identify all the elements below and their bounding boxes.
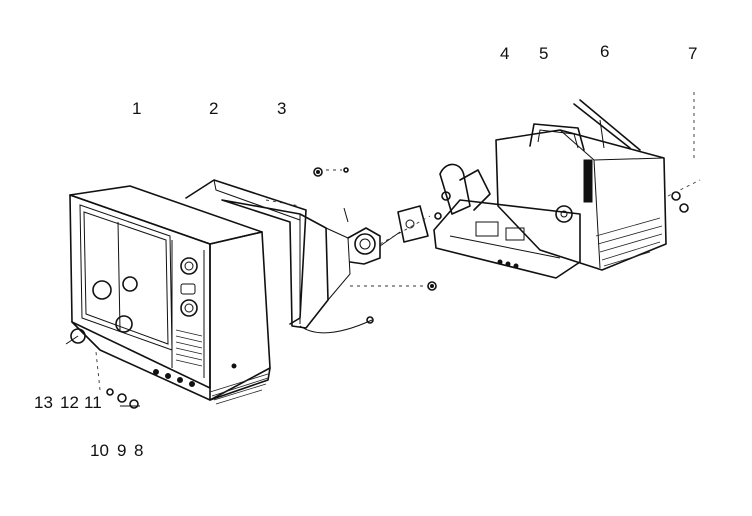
callout-2: 2 [209,99,219,118]
yoke-assembly [379,163,491,247]
callout-9: 9 [117,441,127,460]
callout-12: 12 [60,393,79,412]
callout-1: 1 [132,99,142,118]
callout-5: 5 [539,44,549,63]
callout-3: 3 [277,99,287,118]
picture-tube [221,167,437,334]
callout-13: 13 [34,393,53,412]
callout-8: 8 [134,441,144,460]
callout-4: 4 [500,44,510,63]
knob-screw-set [95,351,140,409]
chassis-rear-cabinet [433,92,701,279]
front-cabinet [65,185,271,405]
bezel-frame [185,179,307,325]
callout-11: 11 [84,393,102,412]
callout-6: 6 [600,42,610,61]
callout-7: 7 [688,44,698,63]
callout-10: 10 [90,441,109,460]
